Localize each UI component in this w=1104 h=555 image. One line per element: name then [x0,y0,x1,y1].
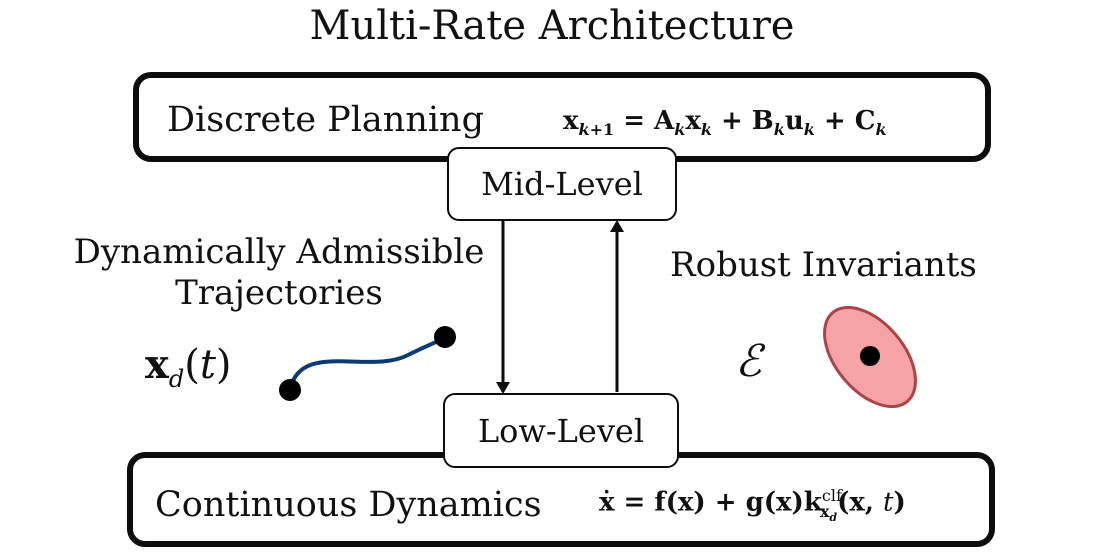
continuous-dynamics-equation: ẋ = f(x) + g(x)kclfxd(x, t) [599,486,906,525]
discrete-planning-equation: xk+1 = Akxk + Bkuk + Ck [563,106,887,140]
mid-level-box: Mid-Level [447,147,677,221]
trajectory-curve [288,335,447,391]
left-caption: Dynamically Admissible Trajectories [68,232,490,314]
mid-level-label: Mid-Level [481,165,643,203]
invariant-center-point [860,346,880,366]
invariant-symbol: ℰ [735,336,762,387]
continuous-dynamics-label: Continuous Dynamics [155,485,542,525]
left-caption-line2: Trajectories [175,272,383,313]
trajectory-end-point [434,326,456,348]
left-caption-line1: Dynamically Admissible [73,232,485,272]
right-caption: Robust Invariants [670,245,977,285]
trajectory-start-point [279,379,301,401]
diagram-title: Multi-Rate Architecture [309,3,795,49]
discrete-planning-label: Discrete Planning [167,100,484,140]
discrete-planning-box: Discrete Planning xk+1 = Akxk + Bkuk + C… [133,72,991,162]
continuous-dynamics-box: Continuous Dynamics ẋ = f(x) + g(x)kclfx… [127,452,995,547]
low-level-label: Low-Level [477,411,645,450]
trajectory-symbol: xd(t) [145,341,232,393]
low-level-box: Low-Level [443,393,679,468]
